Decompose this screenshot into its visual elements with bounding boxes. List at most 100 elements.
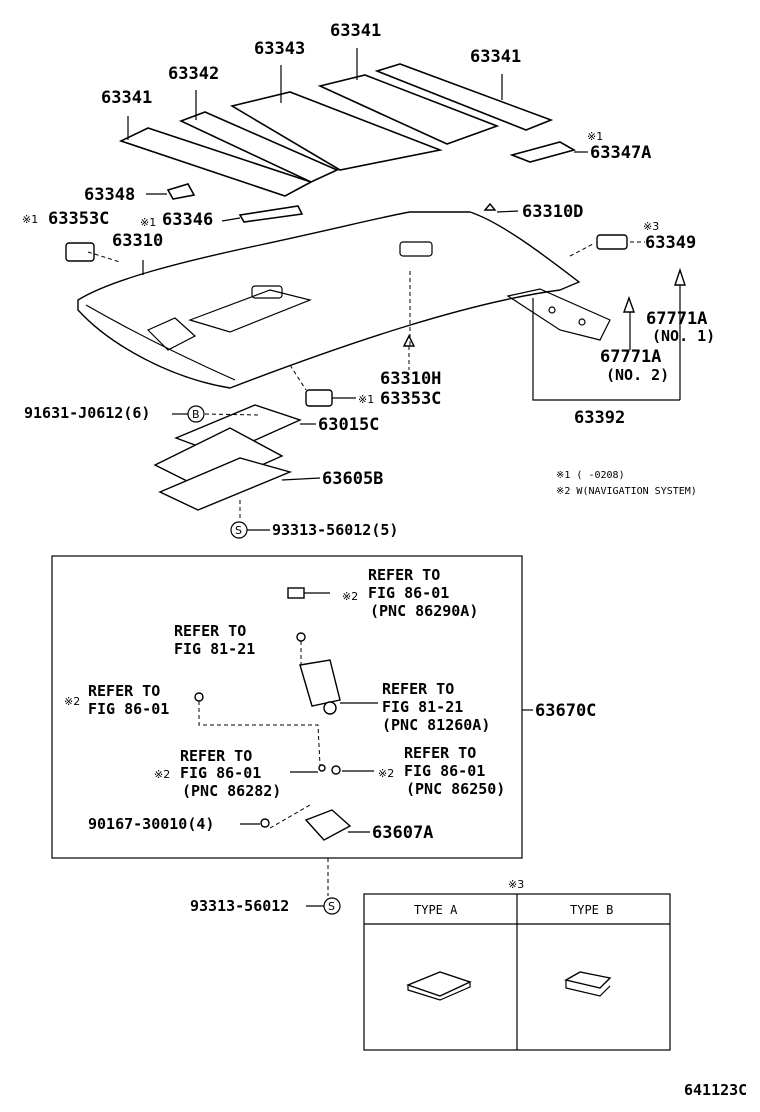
mark-note1: ※1 bbox=[587, 130, 603, 143]
map-light-recess bbox=[251, 285, 283, 299]
assist-grip-trim-63392 bbox=[506, 288, 611, 341]
circle-s-letter: S bbox=[235, 524, 242, 537]
label-63343: 63343 bbox=[254, 39, 305, 59]
refer-4-line-c: (PNC 81260A) bbox=[382, 716, 490, 734]
refer-2-line-a: REFER TO bbox=[174, 622, 246, 640]
pad-type-b bbox=[564, 971, 612, 989]
circle-b-letter: B bbox=[192, 408, 200, 421]
refer-1-line-b: FIG 86-01 bbox=[368, 584, 449, 602]
assembly-box: 63670C REFER TO ※2 FIG 86-01 (PNC 86290A… bbox=[51, 555, 596, 859]
connector-86282 bbox=[318, 764, 326, 772]
label-63392: 63392 bbox=[574, 408, 625, 428]
roof-opening bbox=[188, 289, 312, 333]
mark-note2: ※2 bbox=[154, 768, 170, 781]
refer-4-line-a: REFER TO bbox=[382, 680, 454, 698]
pad-63348 bbox=[166, 183, 196, 200]
bottom-section: S 93313-56012 ※3 TYPE A TYPE B 641123C bbox=[190, 858, 747, 1099]
clip-hole bbox=[548, 306, 556, 314]
label-63353C-bottom: 63353C bbox=[380, 389, 441, 409]
pad-63349 bbox=[596, 234, 628, 250]
note-2: ※2 W(NAVIGATION SYSTEM) bbox=[556, 486, 697, 497]
pad-63342 bbox=[178, 111, 339, 183]
label-63349: 63349 bbox=[645, 233, 696, 253]
bracket-63605B-lower bbox=[158, 457, 293, 511]
pad-63343 bbox=[229, 91, 443, 171]
note-1: ※1 ( -0208) bbox=[556, 470, 625, 481]
refer-6-line-b: FIG 86-01 bbox=[404, 762, 485, 780]
type-a-header: TYPE A bbox=[414, 903, 458, 917]
refer-6-line-a: REFER TO bbox=[404, 744, 476, 762]
label-63310H: 63310H bbox=[380, 369, 441, 389]
label-67771A-no2-sub: (NO. 2) bbox=[606, 366, 669, 384]
label-63353C-top: 63353C bbox=[48, 209, 109, 229]
screw-81-21 bbox=[296, 632, 306, 642]
label-63342: 63342 bbox=[168, 64, 219, 84]
label-63670C: 63670C bbox=[535, 701, 596, 721]
label-63605B: 63605B bbox=[322, 469, 383, 489]
refer-3-line-b: FIG 86-01 bbox=[88, 700, 169, 718]
type-b-header: TYPE B bbox=[570, 903, 613, 917]
label-93313-bottom: 93313-56012 bbox=[190, 897, 289, 915]
refer-4-line-b: FIG 81-21 bbox=[382, 698, 463, 716]
refer-5-line-b: FIG 86-01 bbox=[180, 764, 261, 782]
circle-s-marker bbox=[323, 897, 341, 915]
sunvisor-cover bbox=[146, 317, 197, 351]
label-63347A: 63347A bbox=[590, 143, 651, 163]
refer-5-line-a: REFER TO bbox=[180, 747, 252, 765]
clip-hole bbox=[578, 318, 586, 326]
label-63310D: 63310D bbox=[522, 202, 583, 222]
dome-lamp-63607A bbox=[304, 809, 352, 841]
refer-2-line-b: FIG 81-21 bbox=[174, 640, 255, 658]
mark-note2: ※2 bbox=[64, 695, 80, 708]
label-63015C: 63015C bbox=[318, 415, 379, 435]
label-63341-right: 63341 bbox=[470, 47, 521, 67]
label-63341-mid: 63341 bbox=[330, 21, 381, 41]
clip-63310D bbox=[483, 202, 497, 211]
pad-63353C-top bbox=[65, 242, 95, 262]
silencer-pads bbox=[118, 63, 577, 223]
screw-90167 bbox=[260, 818, 270, 828]
mark-note1: ※1 bbox=[140, 216, 156, 229]
clip-67771A-no1 bbox=[674, 267, 686, 286]
screw-86-01 bbox=[194, 692, 204, 702]
mark-note1: ※1 bbox=[358, 393, 374, 406]
label-67771A-no2: 67771A bbox=[600, 347, 661, 367]
label-91631: 91631-J0612(6) bbox=[24, 404, 150, 422]
label-63346: 63346 bbox=[162, 210, 213, 230]
brackets bbox=[153, 404, 302, 511]
label-63341-left: 63341 bbox=[101, 88, 152, 108]
label-63607A: 63607A bbox=[372, 823, 433, 843]
leader-lines bbox=[87, 48, 681, 531]
grommet bbox=[323, 701, 337, 715]
label-63348: 63348 bbox=[84, 185, 135, 205]
connector-86250 bbox=[331, 765, 341, 775]
roof-headlining bbox=[77, 211, 611, 389]
connector-86290A bbox=[287, 587, 305, 599]
pad-63353C-bottom bbox=[305, 389, 333, 407]
assembly-frame bbox=[51, 555, 523, 859]
refer-5-line-c: (PNC 86282) bbox=[182, 782, 281, 800]
top-labels: 63341 63342 63343 63341 63341 ※1 63347A … bbox=[22, 21, 715, 539]
wire-bracket-81260A bbox=[299, 659, 341, 707]
mark-note3: ※3 bbox=[508, 878, 524, 891]
pad-63347A bbox=[509, 141, 577, 163]
mark-note2: ※2 bbox=[378, 767, 394, 780]
pad-63341-mid bbox=[317, 74, 500, 145]
clip-67771A-no2 bbox=[623, 295, 635, 313]
refer-6-line-c: (PNC 86250) bbox=[406, 780, 505, 798]
circle-s-marker bbox=[230, 521, 248, 539]
label-93313-top: 93313-56012(5) bbox=[272, 521, 398, 539]
mark-note1: ※1 bbox=[22, 213, 38, 226]
small-parts bbox=[65, 202, 686, 407]
label-63310: 63310 bbox=[112, 231, 163, 251]
clip-63310H bbox=[402, 334, 416, 347]
circle-s-letter: S bbox=[328, 900, 335, 913]
label-90167: 90167-30010(4) bbox=[88, 815, 214, 833]
label-67771A-no1: 67771A bbox=[646, 309, 707, 329]
label-67771A-no1-sub: (NO. 1) bbox=[652, 327, 715, 345]
dome-recess bbox=[399, 241, 433, 257]
pad-63346 bbox=[238, 205, 304, 223]
figure-code: 641123C bbox=[684, 1081, 747, 1099]
mark-note3: ※3 bbox=[643, 220, 659, 233]
